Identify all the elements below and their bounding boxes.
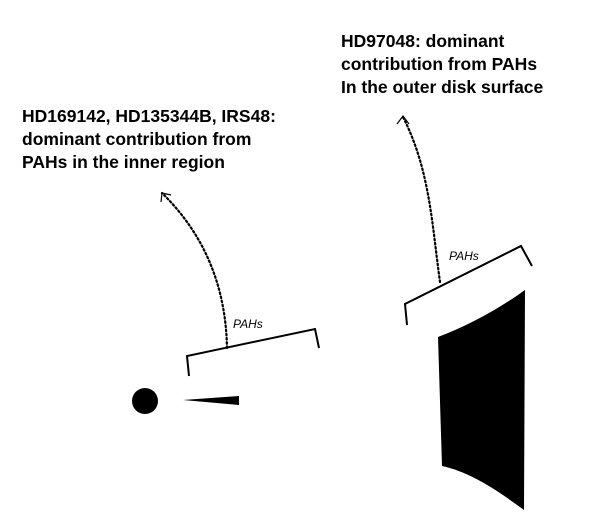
right-arrow-curve [401,115,442,284]
star [132,388,158,414]
right-arrow-head [396,115,410,125]
left-caption-line-1: HD169142, HD135344B, IRS48: [22,106,276,126]
right-caption: HD97048: dominant contribution from PAHs… [341,31,544,97]
left-bracket-label: PAHs [233,317,263,331]
right-bracket-label: PAHs [449,249,479,263]
inner-disk [183,396,239,405]
right-caption-line-2: contribution from PAHs [341,54,537,74]
outer-disk [438,290,525,510]
left-bracket: PAHs [185,317,320,377]
left-dotted-arrow [160,191,229,350]
left-arrow-head [160,192,172,203]
left-caption-line-3: PAHs in the inner region [22,152,225,172]
right-bracket: PAHs [403,244,533,326]
right-caption-line-3: In the outer disk surface [341,77,544,97]
left-arrow-curve [160,191,229,350]
left-bracket-shape [185,327,320,377]
left-caption-line-2: dominant contribution from [22,129,251,149]
right-bracket-shape [403,244,533,326]
right-caption-line-1: HD97048: dominant [341,31,505,51]
left-caption: HD169142, HD135344B, IRS48: dominant con… [22,106,276,172]
right-dotted-arrow [396,115,442,284]
